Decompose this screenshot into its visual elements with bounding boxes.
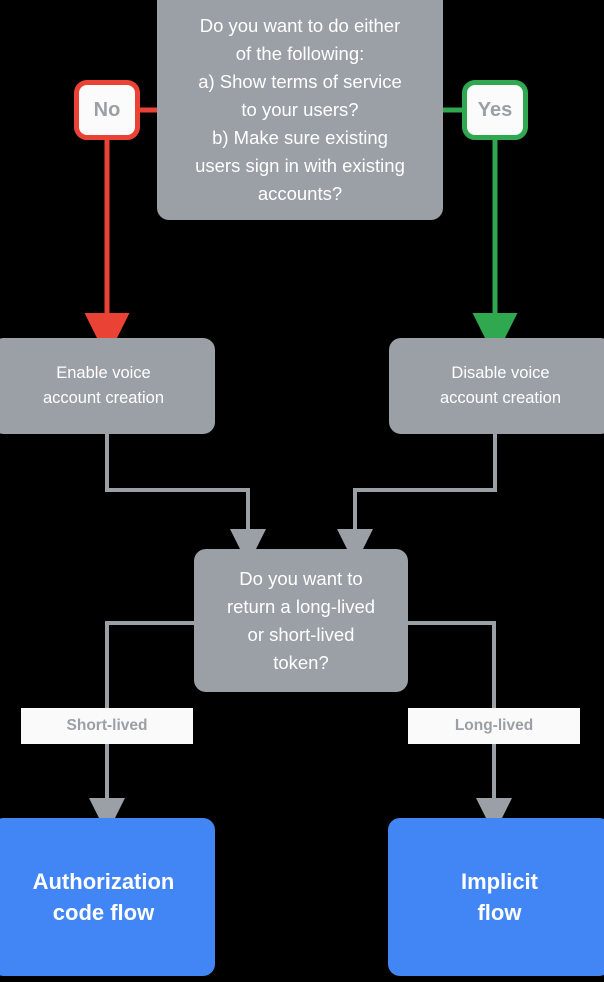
decision-node-terms-and-existing-users: Do you want to do either of the followin… <box>157 0 443 220</box>
edge-disable-to-token <box>337 434 497 565</box>
text-line: Enable voice <box>56 364 151 382</box>
text-line: token? <box>273 651 329 673</box>
process-node-enable-text: Enable voice account creation <box>43 361 164 411</box>
terminal-node-implicit-flow: Implicit flow <box>388 818 604 976</box>
text-line: Implicit <box>460 869 538 894</box>
text-line: account creation <box>42 389 165 407</box>
text-line: accounts? <box>257 183 343 204</box>
text-line: flow <box>477 900 522 925</box>
text-line: return a long-lived <box>226 595 376 617</box>
text-line: or short-lived <box>247 623 355 645</box>
edge-badge-no-label: No <box>93 98 121 121</box>
terminal-node-implicit-text: Implicit flow <box>461 866 538 928</box>
text-line: b) Make sure existing <box>212 127 388 148</box>
decision-node-token-lifetime: Do you want to return a long-lived or sh… <box>194 549 408 692</box>
edge-badge-yes: Yes <box>462 80 528 140</box>
process-node-disable-text: Disable voice account creation <box>440 361 561 411</box>
terminal-node-authorization-code-flow: Authorization code flow <box>0 818 215 976</box>
edge-badge-yes-label: Yes <box>477 98 513 121</box>
edge-label-long-lived: Long-lived <box>408 708 580 744</box>
process-node-enable-voice-account-creation: Enable voice account creation <box>0 338 215 434</box>
edge-label-short-lived-text: Short-lived <box>66 717 148 734</box>
decision-node-terms-text: Do you want to do either of the followin… <box>195 12 405 208</box>
edge-label-long-lived-text: Long-lived <box>454 717 534 734</box>
text-line: users sign in with existing <box>195 155 405 176</box>
text-line: code flow <box>52 900 155 925</box>
edge-enable-to-token <box>105 434 266 565</box>
text-line: Disable voice <box>451 364 550 382</box>
terminal-node-authorization-text: Authorization code flow <box>33 866 175 928</box>
text-line: Do you want to <box>239 567 363 589</box>
edge-badge-no: No <box>74 80 140 140</box>
text-line: account creation <box>439 389 562 407</box>
text-line: to your users? <box>241 99 359 120</box>
text-line: of the following: <box>235 43 365 64</box>
text-line: Do you want to do either <box>199 15 401 36</box>
process-node-disable-voice-account-creation: Disable voice account creation <box>389 338 604 434</box>
text-line: Authorization <box>32 869 175 894</box>
text-line: a) Show terms of service <box>198 71 402 92</box>
decision-node-token-text: Do you want to return a long-lived or sh… <box>227 565 375 677</box>
edge-label-short-lived: Short-lived <box>21 708 193 744</box>
